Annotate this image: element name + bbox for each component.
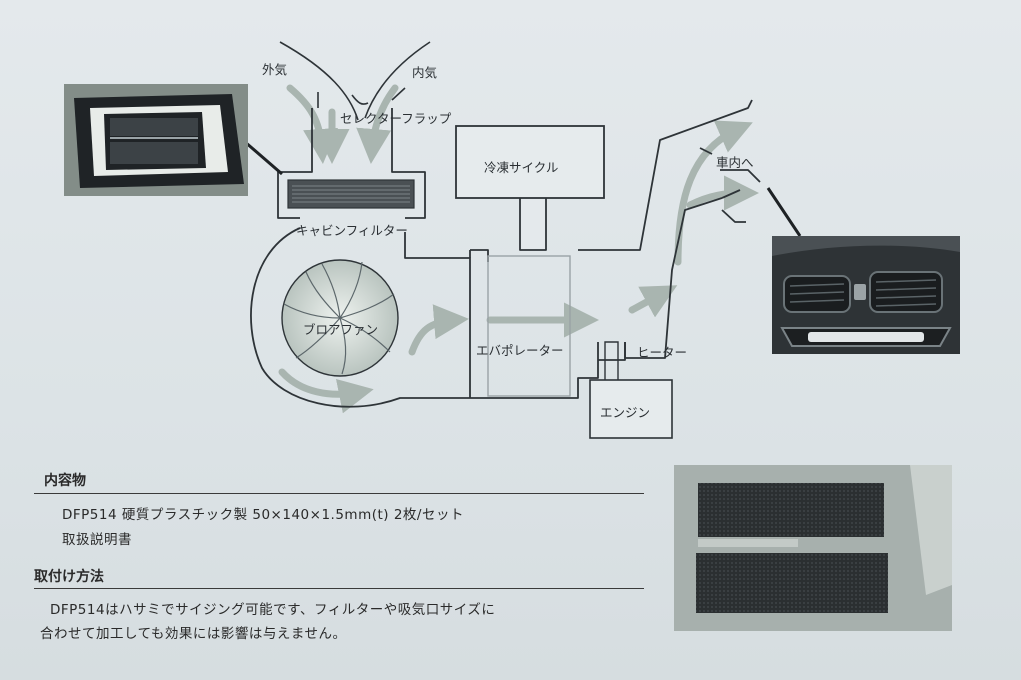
pointer-filter (244, 140, 283, 176)
arrow-fan-out (408, 304, 469, 356)
label-selector-flap: セレクターフラップ (340, 111, 452, 126)
arrow-inside-air (356, 84, 399, 164)
label-cabin-filter: キャビンフィルター (296, 223, 408, 238)
contents-line-2: 取扱説明書 (62, 532, 132, 548)
installation-title: 取付け方法 (34, 569, 104, 585)
flow-arrows (278, 84, 759, 414)
arrow-fan-bottom (278, 368, 374, 414)
refrigeration-cycle-box (455, 125, 605, 199)
installation-line-2: 合わせて加工しても効果には影響は与えません。 (40, 626, 347, 642)
label-outside-air: 外気 (262, 62, 288, 77)
dashboard-vent-photo-art (772, 236, 960, 354)
housing-outline (250, 99, 761, 408)
installation-line-1: DFP514はハサミでサイジング可能です、フィルターや吸気口サイズに (50, 602, 496, 618)
contents-line-1: DFP514 硬質プラスチック製 50×140×1.5mm(t) 2枚/セット (62, 507, 464, 523)
label-blower-fan: ブロアファン (303, 322, 379, 337)
installation-divider (34, 588, 644, 589)
pointer-lines (244, 140, 802, 237)
label-evaporator: エバポレーター (476, 343, 564, 358)
label-to-cabin: 車内へ (716, 155, 754, 170)
intake-lines (279, 41, 431, 121)
product-sheets-photo-art (674, 465, 952, 631)
label-refrigeration-cycle: 冷凍サイクル (484, 160, 559, 175)
engine-box (589, 379, 673, 439)
label-inside-air: 内気 (412, 65, 438, 80)
pointer-vent (766, 187, 802, 237)
product-sheets-photo (674, 465, 952, 631)
dashboard-vent-photo (772, 236, 960, 354)
arrow-lower-vent (686, 175, 759, 211)
cabin-filter-photo-art (64, 84, 248, 196)
label-engine: エンジン (600, 405, 651, 420)
arrow-to-heater (628, 285, 678, 318)
cabin-filter-photo (64, 84, 248, 196)
evaporator-box (487, 255, 571, 397)
cabin-filter-pleats (292, 185, 410, 203)
contents-title: 内容物 (44, 473, 86, 489)
label-heater: ヒーター (637, 345, 688, 360)
contents-divider (34, 493, 644, 494)
refrigeration-pipe (519, 191, 547, 251)
blower-fan-blades (283, 261, 395, 375)
